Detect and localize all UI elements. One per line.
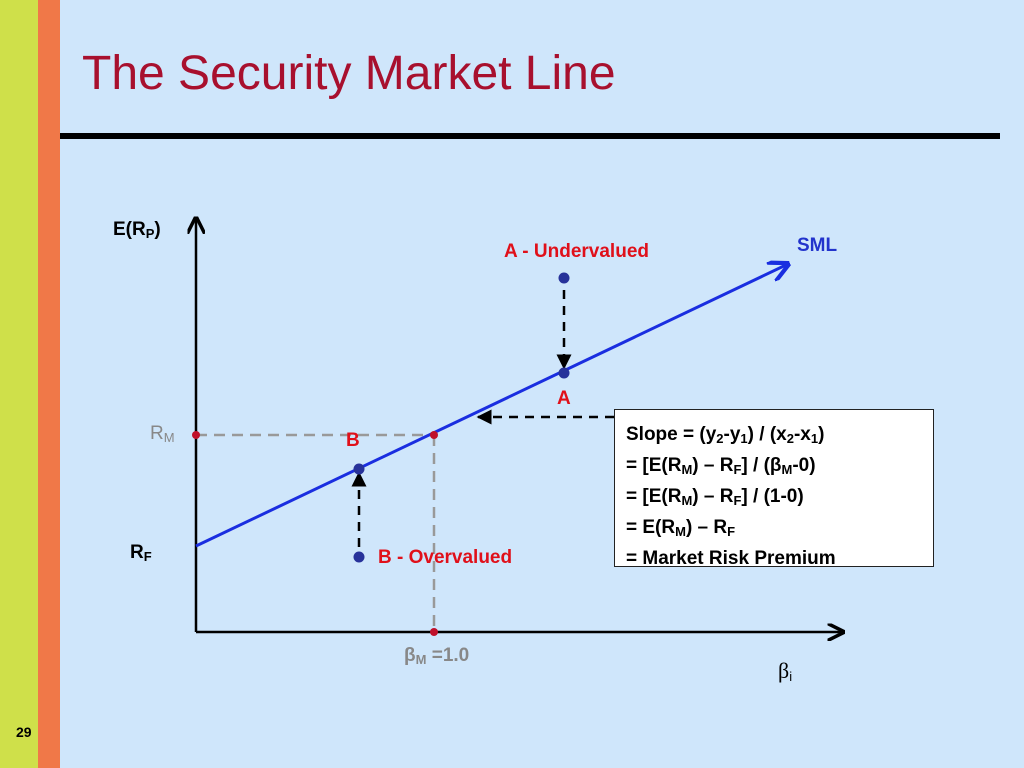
rm-label: RM — [150, 423, 175, 445]
slope-line-1: Slope = (y2-y1) / (x2-x1) — [626, 424, 825, 446]
page-number: 29 — [16, 724, 32, 740]
slope-line-5: = Market Risk Premium — [626, 548, 836, 569]
b-overvalued-label: B - Overvalued — [378, 547, 513, 568]
point-a-on-sml — [558, 367, 570, 379]
rm-marker — [192, 431, 200, 439]
title-underline — [60, 133, 1000, 139]
left-accent-bar-orange — [38, 0, 60, 768]
b-label: B — [346, 430, 360, 451]
a-label: A — [557, 388, 571, 409]
slope-line-4: = E(RM) – RF — [626, 517, 736, 539]
x-axis-label: βi — [778, 658, 793, 684]
market-point-marker — [430, 431, 438, 439]
a-undervalued-label: A - Undervalued — [504, 241, 649, 262]
slope-line-3: = [E(RM) – RF] / (1-0) — [626, 486, 804, 508]
beta-m-marker — [430, 628, 438, 636]
left-accent-bar-green — [0, 0, 38, 768]
slope-line-2: = [E(RM) – RF] / (βM-0) — [626, 455, 816, 477]
slide-title: The Security Market Line — [82, 47, 616, 100]
point-b-on-sml — [353, 463, 365, 475]
y-axis-label: E(RP) — [113, 219, 161, 241]
sml-line — [195, 264, 788, 548]
point-b-overvalued — [353, 551, 365, 563]
point-a-undervalued — [558, 272, 570, 284]
sml-label: SML — [797, 235, 838, 256]
beta-m-label: βM =1.0 — [404, 645, 470, 667]
rf-label: RF — [130, 542, 152, 564]
slope-formula-box: Slope = (y2-y1) / (x2-x1) = [E(RM) – RF]… — [614, 409, 934, 569]
